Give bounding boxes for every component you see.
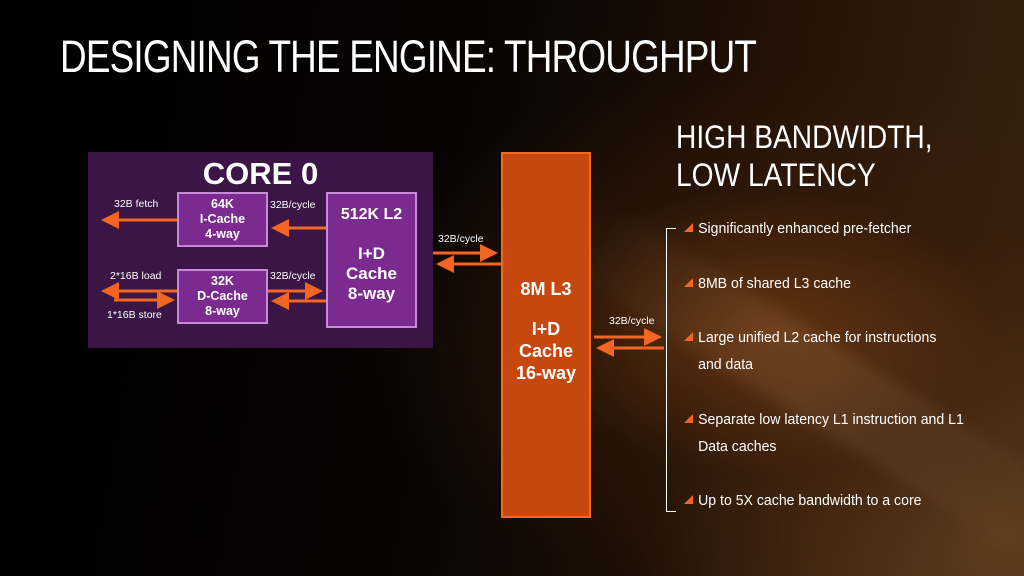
- icache-box: 64K I-Cache 4-way: [177, 192, 268, 247]
- bullet-item: Separate low latency L1 instruction and …: [684, 406, 1004, 460]
- bullet-triangle-icon: [684, 223, 693, 232]
- bullet-item: Up to 5X cache bandwidth to a core: [684, 487, 1004, 514]
- side-heading-line1: HIGH BANDWIDTH,: [676, 119, 933, 155]
- l2-type: I+D: [358, 244, 385, 263]
- dcache-box: 32K D-Cache 8-way: [177, 269, 268, 324]
- bullet-bracket: [666, 228, 676, 512]
- dcache-assoc: 8-way: [205, 304, 240, 318]
- icache-name: I-Cache: [199, 212, 246, 226]
- l3-out-label: 32B/cycle: [609, 315, 655, 327]
- l3-name: Cache: [518, 341, 574, 361]
- l2-cache-box: 512K L2 I+D Cache 8-way: [326, 192, 417, 328]
- bullet-item: Large unified L2 cache for instructions …: [684, 324, 1004, 378]
- l3-assoc: 16-way: [515, 363, 577, 383]
- l2-assoc: 8-way: [347, 284, 396, 303]
- icache-l2-label: 32B/cycle: [270, 199, 316, 211]
- icache-assoc: 4-way: [205, 227, 240, 241]
- core-l3-label: 32B/cycle: [438, 233, 484, 245]
- l2-title: 512K L2: [340, 206, 403, 223]
- l2-name: Cache: [345, 264, 398, 283]
- core-title: CORE 0: [202, 156, 319, 191]
- bullet-item: Significantly enhanced pre-fetcher: [684, 215, 1004, 242]
- dcache-size: 32K: [211, 274, 234, 288]
- side-heading-line2: LOW LATENCY: [676, 157, 876, 193]
- l3-cache-box: 8M L3 I+D Cache 16-way: [501, 152, 591, 518]
- dcache-l2-label: 32B/cycle: [270, 270, 316, 282]
- bullet-triangle-icon: [684, 495, 693, 504]
- fetch-label: 32B fetch: [114, 198, 159, 210]
- bullet-triangle-icon: [684, 278, 693, 287]
- bullet-triangle-icon: [684, 332, 693, 341]
- bullet-triangle-icon: [684, 414, 693, 423]
- icache-size: 64K: [211, 197, 234, 211]
- load-label: 2*16B load: [110, 270, 162, 282]
- store-label: 1*16B store: [107, 309, 162, 321]
- l3-type: I+D: [531, 319, 561, 339]
- bullet-item: 8MB of shared L3 cache: [684, 270, 1004, 297]
- dcache-name: D-Cache: [197, 289, 248, 303]
- side-heading: HIGH BANDWIDTH, LOW LATENCY: [676, 118, 933, 194]
- l3-title: 8M L3: [520, 279, 572, 299]
- slide-title: DESIGNING THE ENGINE: THROUGHPUT: [60, 31, 757, 82]
